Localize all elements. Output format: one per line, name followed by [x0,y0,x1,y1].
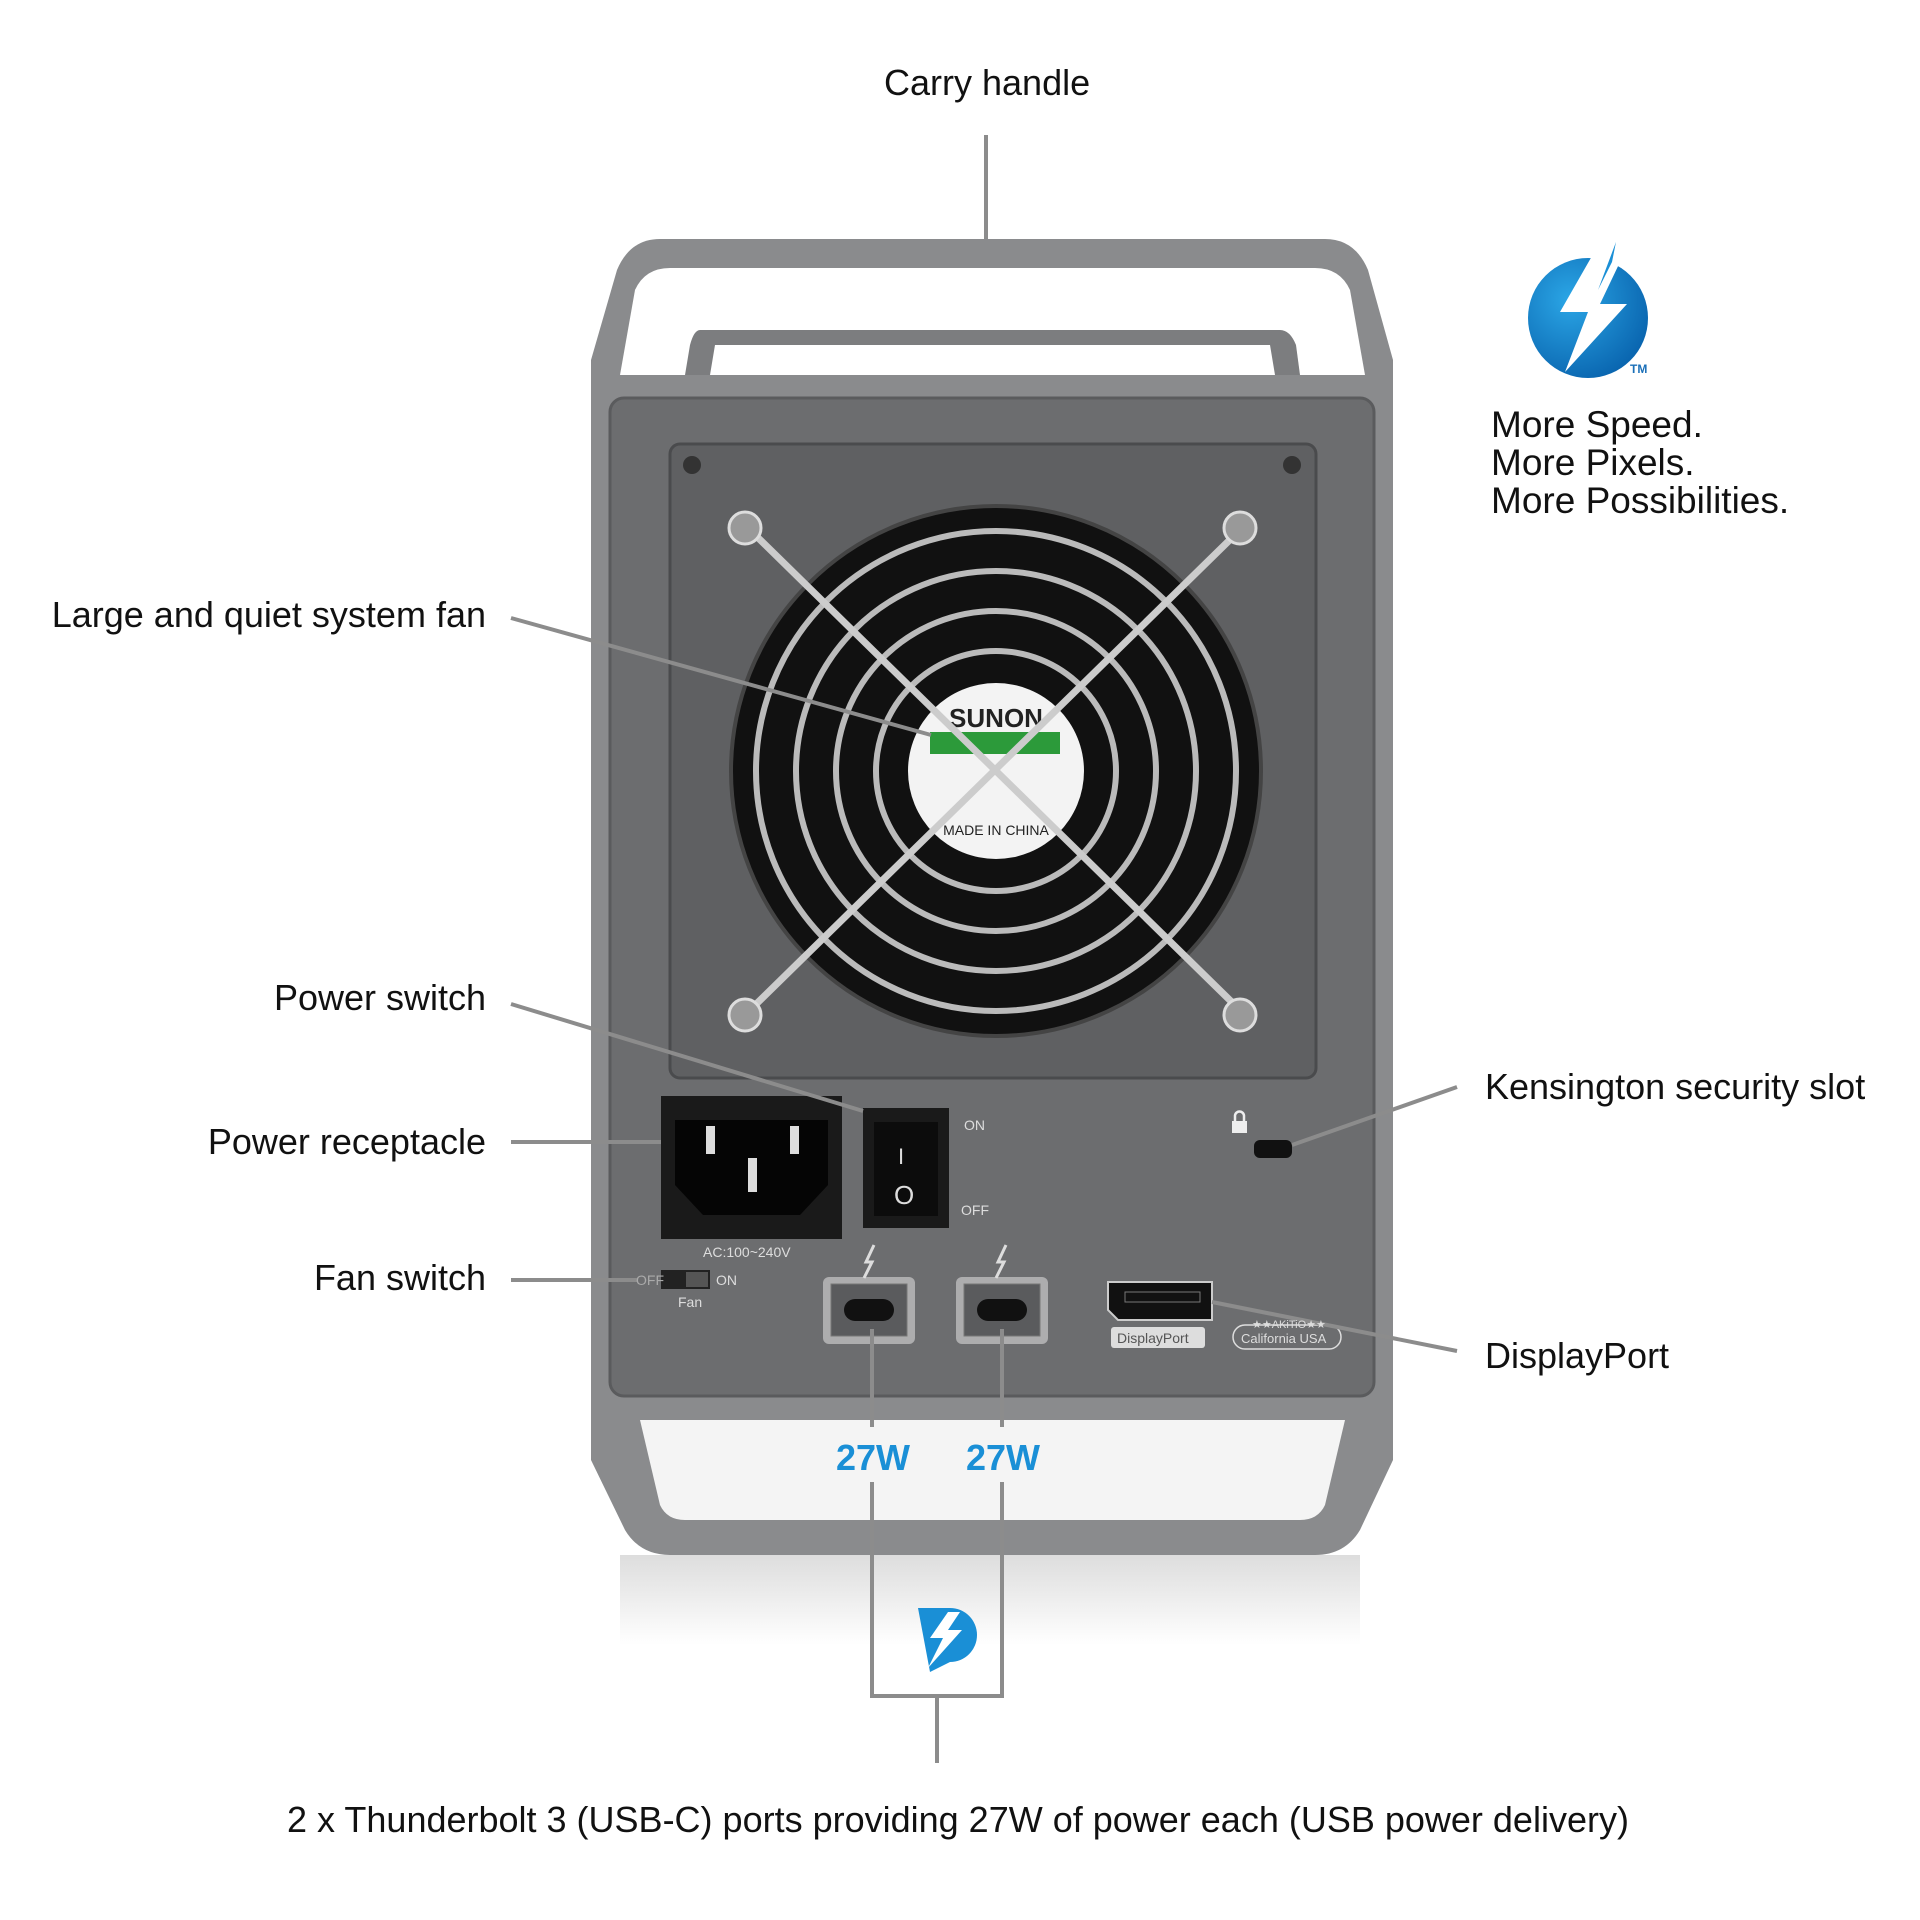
carry-handle-label: Carry handle [884,62,1091,103]
displayport-callout-label: DisplayPort [1485,1335,1670,1376]
promo-line-1: More Speed. [1491,404,1703,445]
promo-tagline: More Speed. More Pixels. More Possibilit… [1491,406,1789,520]
system-fan: SUNON MADE IN CHINA [727,504,1263,1038]
fan-switch-label: Fan switch [313,1257,486,1298]
thunderbolt-logo-icon [1528,242,1648,378]
fan-label: Fan [678,1294,703,1310]
lock-icon [1232,1110,1247,1133]
kensington-slot[interactable] [1254,1140,1292,1158]
thunderbolt-symbol-icon [994,1244,1008,1279]
fan-on-text: ON [716,1272,737,1288]
tb-power-left: 27W [836,1437,911,1478]
switch-on-text: ON [964,1117,985,1133]
fan-brand: SUNON [949,703,1043,733]
fan-origin: MADE IN CHINA [943,822,1049,838]
displayport-port[interactable] [1107,1281,1213,1321]
ac-rating: AC:100~240V [703,1244,791,1260]
thunderbolt-port-2[interactable] [956,1277,1048,1344]
trademark: TM [1630,362,1648,376]
switch-off-symbol: O [894,1180,915,1210]
kensington-label: Kensington security slot [1485,1066,1866,1107]
power-switch-label: Power switch [273,977,486,1018]
thunderbolt-symbol-icon [862,1244,876,1279]
thunderbolt-caption: 2 x Thunderbolt 3 (USB-C) ports providin… [287,1799,1629,1840]
power-receptacle [661,1096,842,1239]
reflection [620,1555,1360,1645]
power-receptacle-label: Power receptacle [207,1121,486,1162]
switch-off-text: OFF [961,1202,989,1218]
switch-on-symbol: I [898,1144,905,1169]
thunderbolt-port-1[interactable] [823,1277,915,1344]
brand-line1: ★★AKiTiO★★ [1252,1319,1326,1331]
brand-line2: California USA [1241,1331,1327,1346]
thunderbolt-logo-small-icon [918,1608,977,1672]
fan-label-callout: Large and quiet system fan [51,594,486,635]
displayport-label: DisplayPort [1117,1330,1189,1346]
tb-power-right: 27W [966,1437,1041,1478]
fan-switch[interactable] [661,1270,710,1289]
promo-line-2: More Pixels. [1491,442,1695,483]
power-switch[interactable] [863,1108,949,1228]
callout-lines [510,135,1458,1763]
promo-line-3: More Possibilities. [1491,480,1790,521]
fan-off-text: OFF [636,1272,664,1288]
